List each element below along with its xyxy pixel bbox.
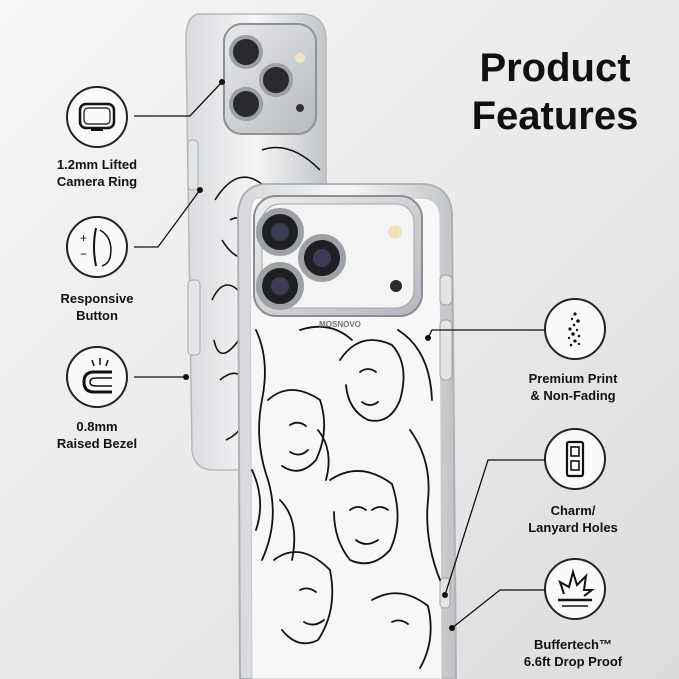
drop-impact-icon [544, 558, 606, 620]
lanyard-hole-icon [544, 428, 606, 490]
page-title: Product Features [440, 44, 670, 140]
bezel-icon [66, 346, 128, 408]
camera-ring-label: 1.2mm Lifted Camera Ring [56, 157, 138, 189]
svg-text:−: − [80, 247, 87, 261]
camera-ring-icon [66, 86, 128, 148]
title-line-1: Product [479, 46, 631, 90]
title-line-2: Features [471, 94, 639, 138]
print-label: Premium Print & Non-Fading [528, 371, 618, 403]
print-dots-icon [544, 298, 606, 360]
drop-label: Buffertech™ 6.6ft Drop Proof [523, 637, 623, 669]
bezel-label: 0.8mm Raised Bezel [56, 419, 138, 451]
button-label: Responsive Button [60, 291, 134, 323]
brand-logo: MOSNOVO [319, 320, 361, 329]
svg-text:+: + [80, 231, 87, 245]
holes-label: Charm/ Lanyard Holes [528, 503, 618, 535]
button-icon: + − [66, 216, 128, 278]
